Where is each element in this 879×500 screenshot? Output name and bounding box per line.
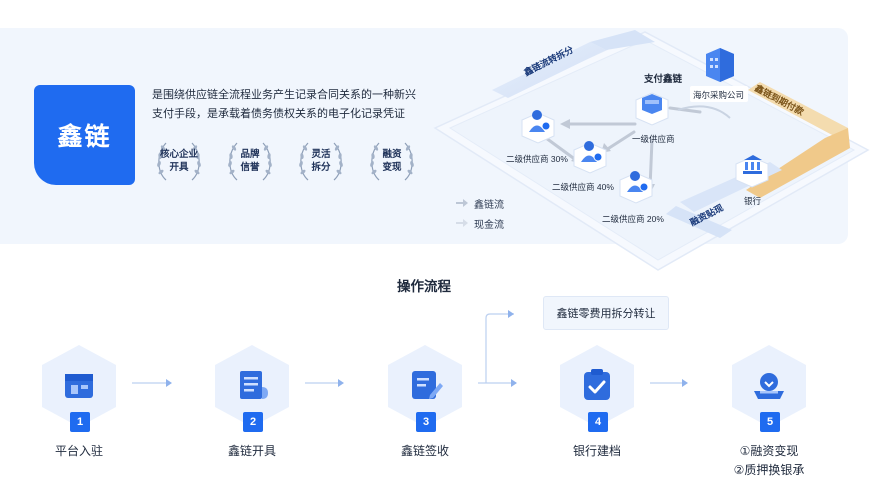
node-s20: 二级供应商 20%: [602, 214, 664, 224]
arrow-right-icon: [456, 199, 468, 207]
laurel-badge: 核心企业 开具: [152, 134, 206, 188]
step-number: 3: [416, 412, 436, 432]
laurel-icon: [370, 142, 414, 181]
supply-chain-diagram: 鑫链流转拆分 鑫链到期付款 融资贴现 支付鑫链 海尔采购公司: [430, 20, 875, 287]
legend-label: 现金流: [474, 219, 504, 231]
logo-text: 鑫链: [57, 122, 112, 151]
diagram-canvas: 鑫链流转拆分 鑫链到期付款 融资贴现 支付鑫链 海尔采购公司: [433, 30, 870, 271]
gold-road: [748, 82, 848, 136]
feature-badges: 核心企业 开具 品牌 信誉 灵活 拆分: [152, 134, 419, 188]
legend-item: 鑫链流: [456, 193, 504, 213]
person-icon: [573, 141, 607, 174]
step-number: 1: [70, 412, 90, 432]
pay-label: 支付鑫链: [643, 73, 683, 85]
step-platform-entry: 1 平台入驻: [34, 341, 124, 458]
step-hexagon: [560, 345, 634, 427]
step-label: ①融资变现 ②质押换银承: [733, 444, 805, 477]
badge-text: 融资 变现: [382, 149, 402, 173]
laurel-icon: [299, 142, 343, 181]
arrow-tier1-to-s40: [604, 130, 636, 152]
intro-line-1: 是围绕供应链全流程业务产生记录合同关系的一种新兴: [152, 89, 416, 101]
step-hexagon: [42, 345, 116, 427]
step-financing: 5 ①融资变现 ②质押换银承: [724, 341, 814, 477]
sign-document-icon: [412, 371, 443, 399]
top-road-turn: [590, 30, 655, 50]
step-label: 鑫链签收: [400, 444, 449, 458]
node-bank: 银行: [744, 196, 762, 206]
badge-text: 灵活 拆分: [311, 149, 331, 173]
legend-label: 鑫链流: [474, 199, 504, 211]
store-icon: [635, 92, 669, 126]
step-number: 4: [588, 412, 608, 432]
laurel-icon: [228, 142, 272, 181]
store-icon: [65, 374, 93, 398]
scroll-icon: [240, 371, 268, 399]
step-number: 2: [243, 412, 263, 432]
node-s40: 二级供应商 40%: [552, 182, 614, 192]
laurel-icon: [157, 142, 201, 181]
clipboard-check-icon: [584, 369, 610, 400]
top-road: [492, 42, 606, 98]
step-sign: 3 鑫链签收: [380, 341, 470, 458]
arrow-right-icon: [456, 219, 468, 227]
bank-icon: [735, 155, 769, 188]
step-bank-record: 4 银行建档: [552, 341, 642, 458]
intro-line-2: 支付手段，是承载着债务债权关系的电子化记录凭证: [152, 108, 405, 120]
brand-logo: 鑫链: [34, 85, 135, 185]
step-hexagon: [215, 345, 289, 427]
haier-label-box: [690, 86, 748, 102]
gold-road-bend: [746, 128, 850, 198]
arrow-curve: [677, 105, 731, 119]
step-number: 5: [760, 412, 780, 432]
flow-connectors: [132, 310, 688, 387]
laurel-badge: 融资 变现: [365, 134, 419, 188]
step-label: 鑫链开具: [227, 444, 276, 458]
node-tier1: 一级供应商: [632, 134, 675, 144]
step-hexagon: [732, 345, 806, 427]
arrow-haier-to-tier1: [668, 106, 702, 114]
coin-tray-icon: [754, 373, 784, 399]
badge-text: 品牌 信誉: [240, 149, 260, 173]
split-transfer-box: 鑫链零费用拆分转让: [543, 296, 669, 330]
bottom-road: [666, 206, 732, 238]
laurel-badge: 品牌 信誉: [223, 134, 277, 188]
building-icon: [706, 48, 734, 82]
node-s30: 二级供应商 30%: [506, 154, 568, 164]
node-haier: 海尔采购公司: [693, 90, 744, 100]
legend: 鑫链流 现金流: [456, 193, 504, 233]
person-icon: [619, 171, 653, 204]
process-title: 操作流程: [397, 279, 451, 294]
intro-description: 是围绕供应链全流程业务产生记录合同关系的一种新兴 支付手段，是承载着债务债权关系…: [152, 86, 452, 124]
step-label: 平台入驻: [54, 444, 103, 458]
step-label: 银行建档: [572, 444, 621, 458]
step-issue: 2 鑫链开具: [207, 341, 297, 458]
badge-text: 核心企业 开具: [159, 149, 198, 173]
laurel-badge: 灵活 拆分: [294, 134, 348, 188]
arrow-s30-to-s40: [544, 136, 578, 162]
step-hexagon: [388, 345, 462, 427]
person-icon: [521, 110, 555, 144]
legend-item: 现金流: [456, 213, 504, 233]
